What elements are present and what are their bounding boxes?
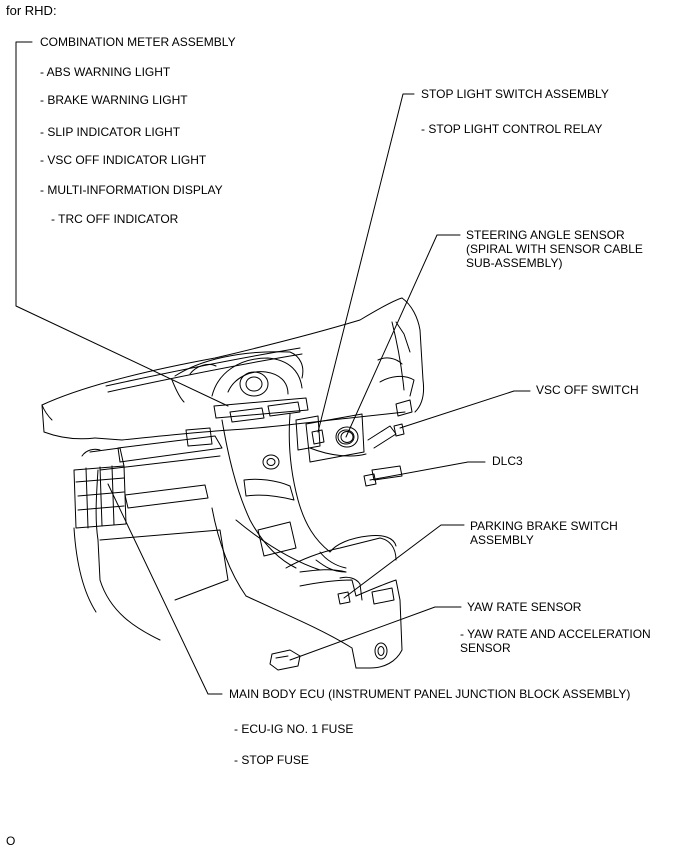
steering-angle-sensor-label: STEERING ANGLE SENSOR (SPIRAL WITH SENSO… xyxy=(466,228,643,270)
brake-warning-light-item: - BRAKE WARNING LIGHT xyxy=(40,93,188,107)
combination-meter-label: COMBINATION METER ASSEMBLY xyxy=(40,35,236,49)
vsc-off-switch-leader xyxy=(399,390,531,429)
dlc3-leader xyxy=(369,461,486,481)
instrument-panel-drawing xyxy=(41,297,425,641)
leader-lines xyxy=(15,41,531,695)
meter-hood-drawing xyxy=(211,357,309,423)
parking-brake-switch-label: PARKING BRAKE SWITCH ASSEMBLY xyxy=(470,519,618,547)
ecu-ig-no1-fuse-item: - ECU-IG NO. 1 FUSE xyxy=(234,722,354,736)
combination-meter-leader xyxy=(15,41,229,407)
steering-angle-sensor-part xyxy=(337,429,355,445)
right-pillar-drawing xyxy=(377,321,415,417)
footer-code: O xyxy=(6,834,16,848)
trc-off-indicator-item: - TRC OFF INDICATOR xyxy=(51,212,179,226)
stop-fuse-item: - STOP FUSE xyxy=(234,753,309,767)
dlc3-label: DLC3 xyxy=(492,454,523,468)
yaw-rate-sensor-part xyxy=(269,649,301,671)
dlc3-part xyxy=(363,473,377,487)
left-door-edge-drawing xyxy=(41,404,97,613)
vsc-off-switch-label: VSC OFF SWITCH xyxy=(536,383,639,397)
yaw-rate-sensor-leader xyxy=(289,606,462,661)
abs-warning-light-item: - ABS WARNING LIGHT xyxy=(40,65,171,79)
stop-light-switch-label: STOP LIGHT SWITCH ASSEMBLY xyxy=(421,87,609,101)
yaw-rate-sensor-label: YAW RATE SENSOR xyxy=(467,600,582,614)
main-body-ecu-leader xyxy=(107,483,223,695)
multi-information-display-item: - MULTI-INFORMATION DISPLAY xyxy=(40,183,223,197)
parking-brake-switch-part xyxy=(337,591,351,605)
junction-block-drawing xyxy=(73,447,127,529)
stop-light-control-relay-item: - STOP LIGHT CONTROL RELAY xyxy=(421,122,603,136)
steering-column-drawing xyxy=(305,413,403,481)
vsc-off-indicator-light-item: - VSC OFF INDICATOR LIGHT xyxy=(40,153,207,167)
center-stack-drawing xyxy=(211,413,403,669)
parking-brake-switch-leader xyxy=(343,524,465,599)
page-header: for RHD: xyxy=(6,3,57,18)
yaw-rate-acceleration-sensor-item: - YAW RATE AND ACCELERATION SENSOR xyxy=(460,627,651,655)
vsc-off-switch-part xyxy=(393,423,405,437)
stop-light-switch-leader xyxy=(317,93,415,433)
slip-indicator-light-item: - SLIP INDICATOR LIGHT xyxy=(40,125,181,139)
main-body-ecu-label: MAIN BODY ECU (INSTRUMENT PANEL JUNCTION… xyxy=(229,687,631,701)
steering-angle-sensor-leader xyxy=(345,234,461,438)
